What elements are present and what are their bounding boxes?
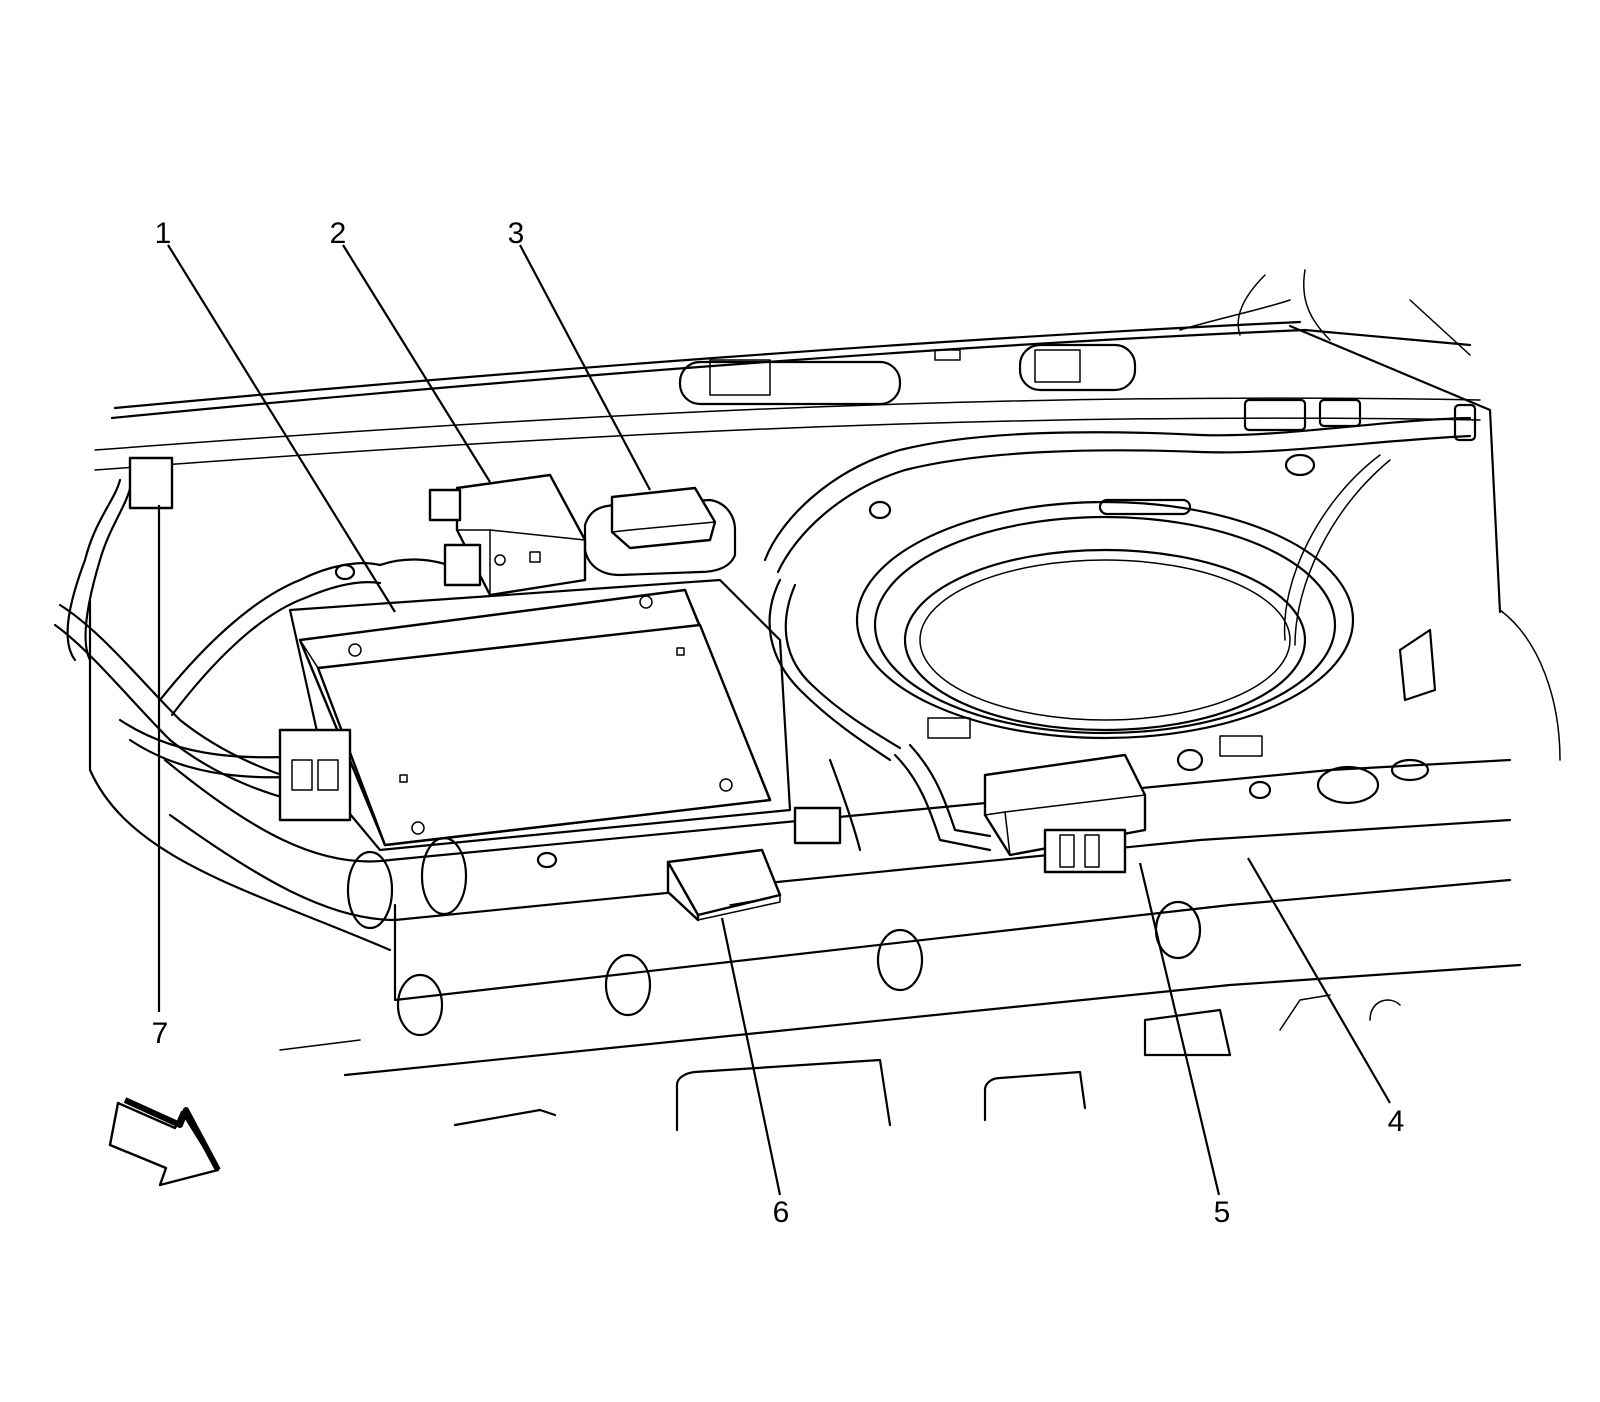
leader-3 [519, 244, 651, 491]
component-3-module [583, 486, 737, 577]
component-2-module [428, 473, 587, 597]
leader-4 [1247, 857, 1391, 1104]
component-5-module [983, 753, 1147, 874]
callout-5: 5 [1214, 1196, 1231, 1229]
direction-arrow-icon [108, 1097, 221, 1187]
tie-down-bosses [334, 453, 1430, 1037]
lower-panel [453, 994, 1401, 1132]
callout-6: 6 [773, 1196, 790, 1229]
callout-3: 3 [508, 217, 525, 250]
callout-4: 4 [1388, 1105, 1405, 1138]
leader-6 [720, 917, 782, 1196]
component-7-bracket [128, 456, 174, 510]
leader-1 [167, 244, 396, 613]
callout-labels: 1 2 3 4 5 6 7 [152, 217, 1405, 1229]
leader-2 [342, 244, 491, 483]
component-1-amplifier [278, 578, 842, 852]
callout-2: 2 [330, 217, 347, 250]
component-6-module [666, 848, 782, 922]
rear-shelf-panel [88, 269, 1561, 1077]
leader-lines [157, 244, 1391, 1196]
callout-7: 7 [152, 1017, 169, 1050]
callout-1: 1 [155, 217, 172, 250]
upper-slots [678, 343, 1137, 406]
leader-5 [1138, 862, 1221, 1196]
wiring-harness [53, 398, 1477, 852]
speaker-opening [855, 498, 1437, 757]
